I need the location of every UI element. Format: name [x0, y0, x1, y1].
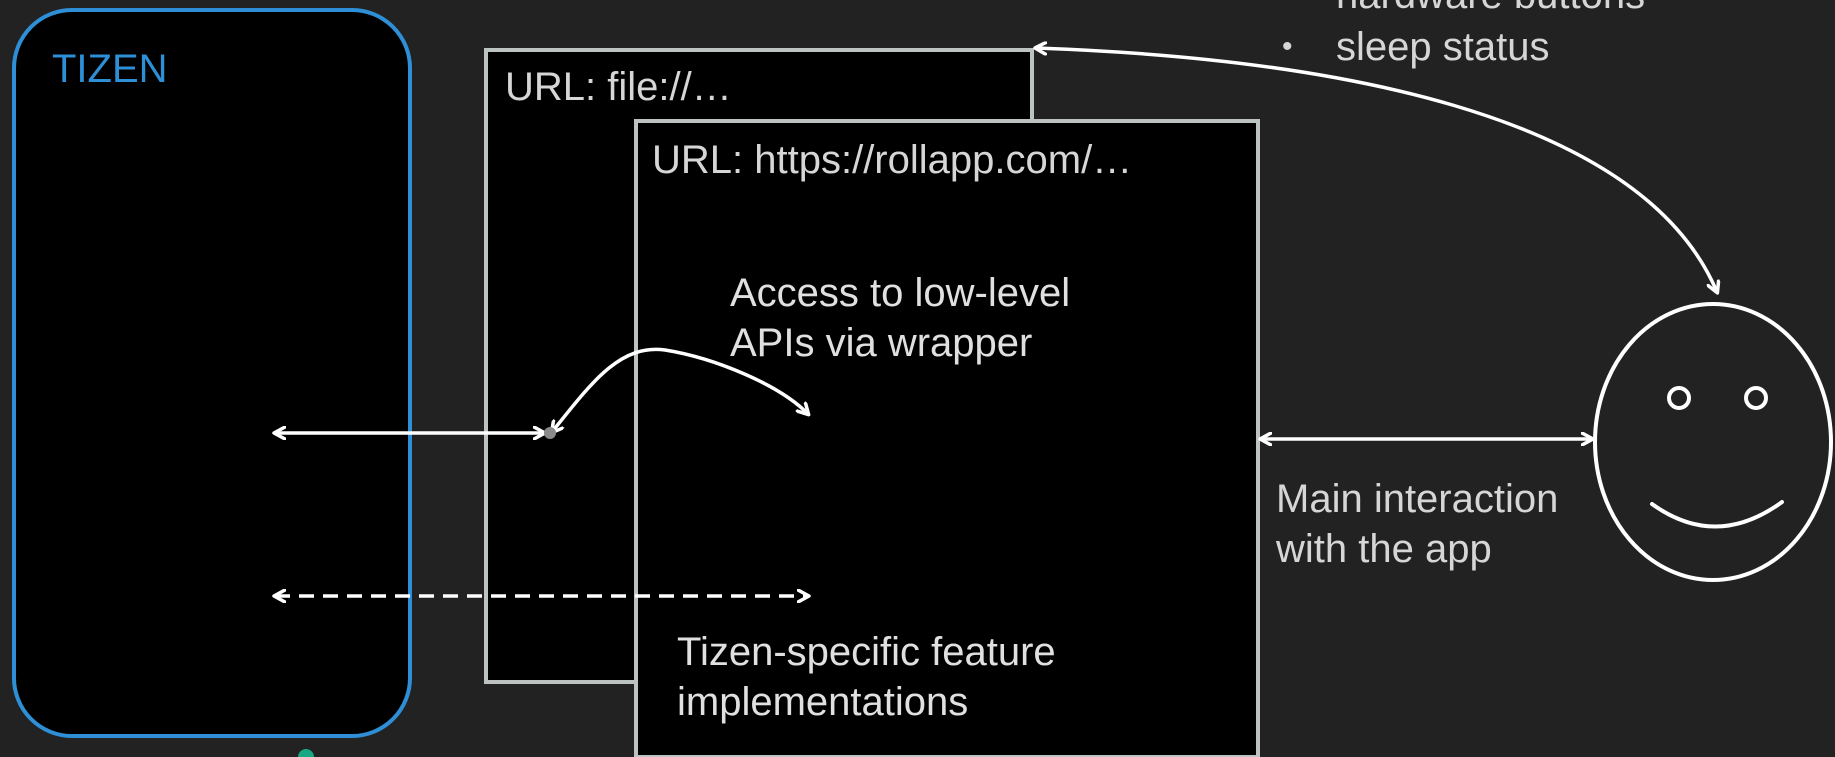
main-interaction-line-2: with the app — [1275, 527, 1492, 571]
bullet-item-hardware-buttons: hardware buttons — [1336, 0, 1645, 17]
smiley-head — [1593, 302, 1833, 582]
bullet-dot-1: • — [1282, 0, 1293, 13]
accent-dot — [298, 749, 314, 757]
smiley-left-eye — [1667, 386, 1691, 410]
low-level-api-line-1: Access to low-level — [730, 271, 1070, 315]
wrapper-api-curve-arrow — [552, 347, 808, 432]
feature-impl-line-2: implementations — [677, 680, 968, 724]
back-window-url: URL: file://… — [505, 65, 732, 109]
main-interaction-line-1: Main interaction — [1276, 477, 1558, 521]
smiley-face-icon — [1593, 302, 1833, 582]
system-events-curve-arrow — [1036, 48, 1717, 292]
feature-impl-line-1: Tizen-specific feature — [677, 630, 1056, 674]
tizen-device-frame — [12, 8, 412, 738]
smiley-mouth — [1650, 500, 1784, 529]
smiley-right-eye — [1744, 386, 1768, 410]
front-window-url: URL: https://rollapp.com/… — [652, 138, 1132, 182]
bullet-item-sleep-status: sleep status — [1336, 25, 1549, 69]
wrapper-junction-dot — [544, 427, 556, 439]
tizen-label: TIZEN — [52, 47, 168, 91]
bullet-dot-2: • — [1282, 30, 1293, 63]
low-level-api-line-2: APIs via wrapper — [730, 321, 1032, 365]
